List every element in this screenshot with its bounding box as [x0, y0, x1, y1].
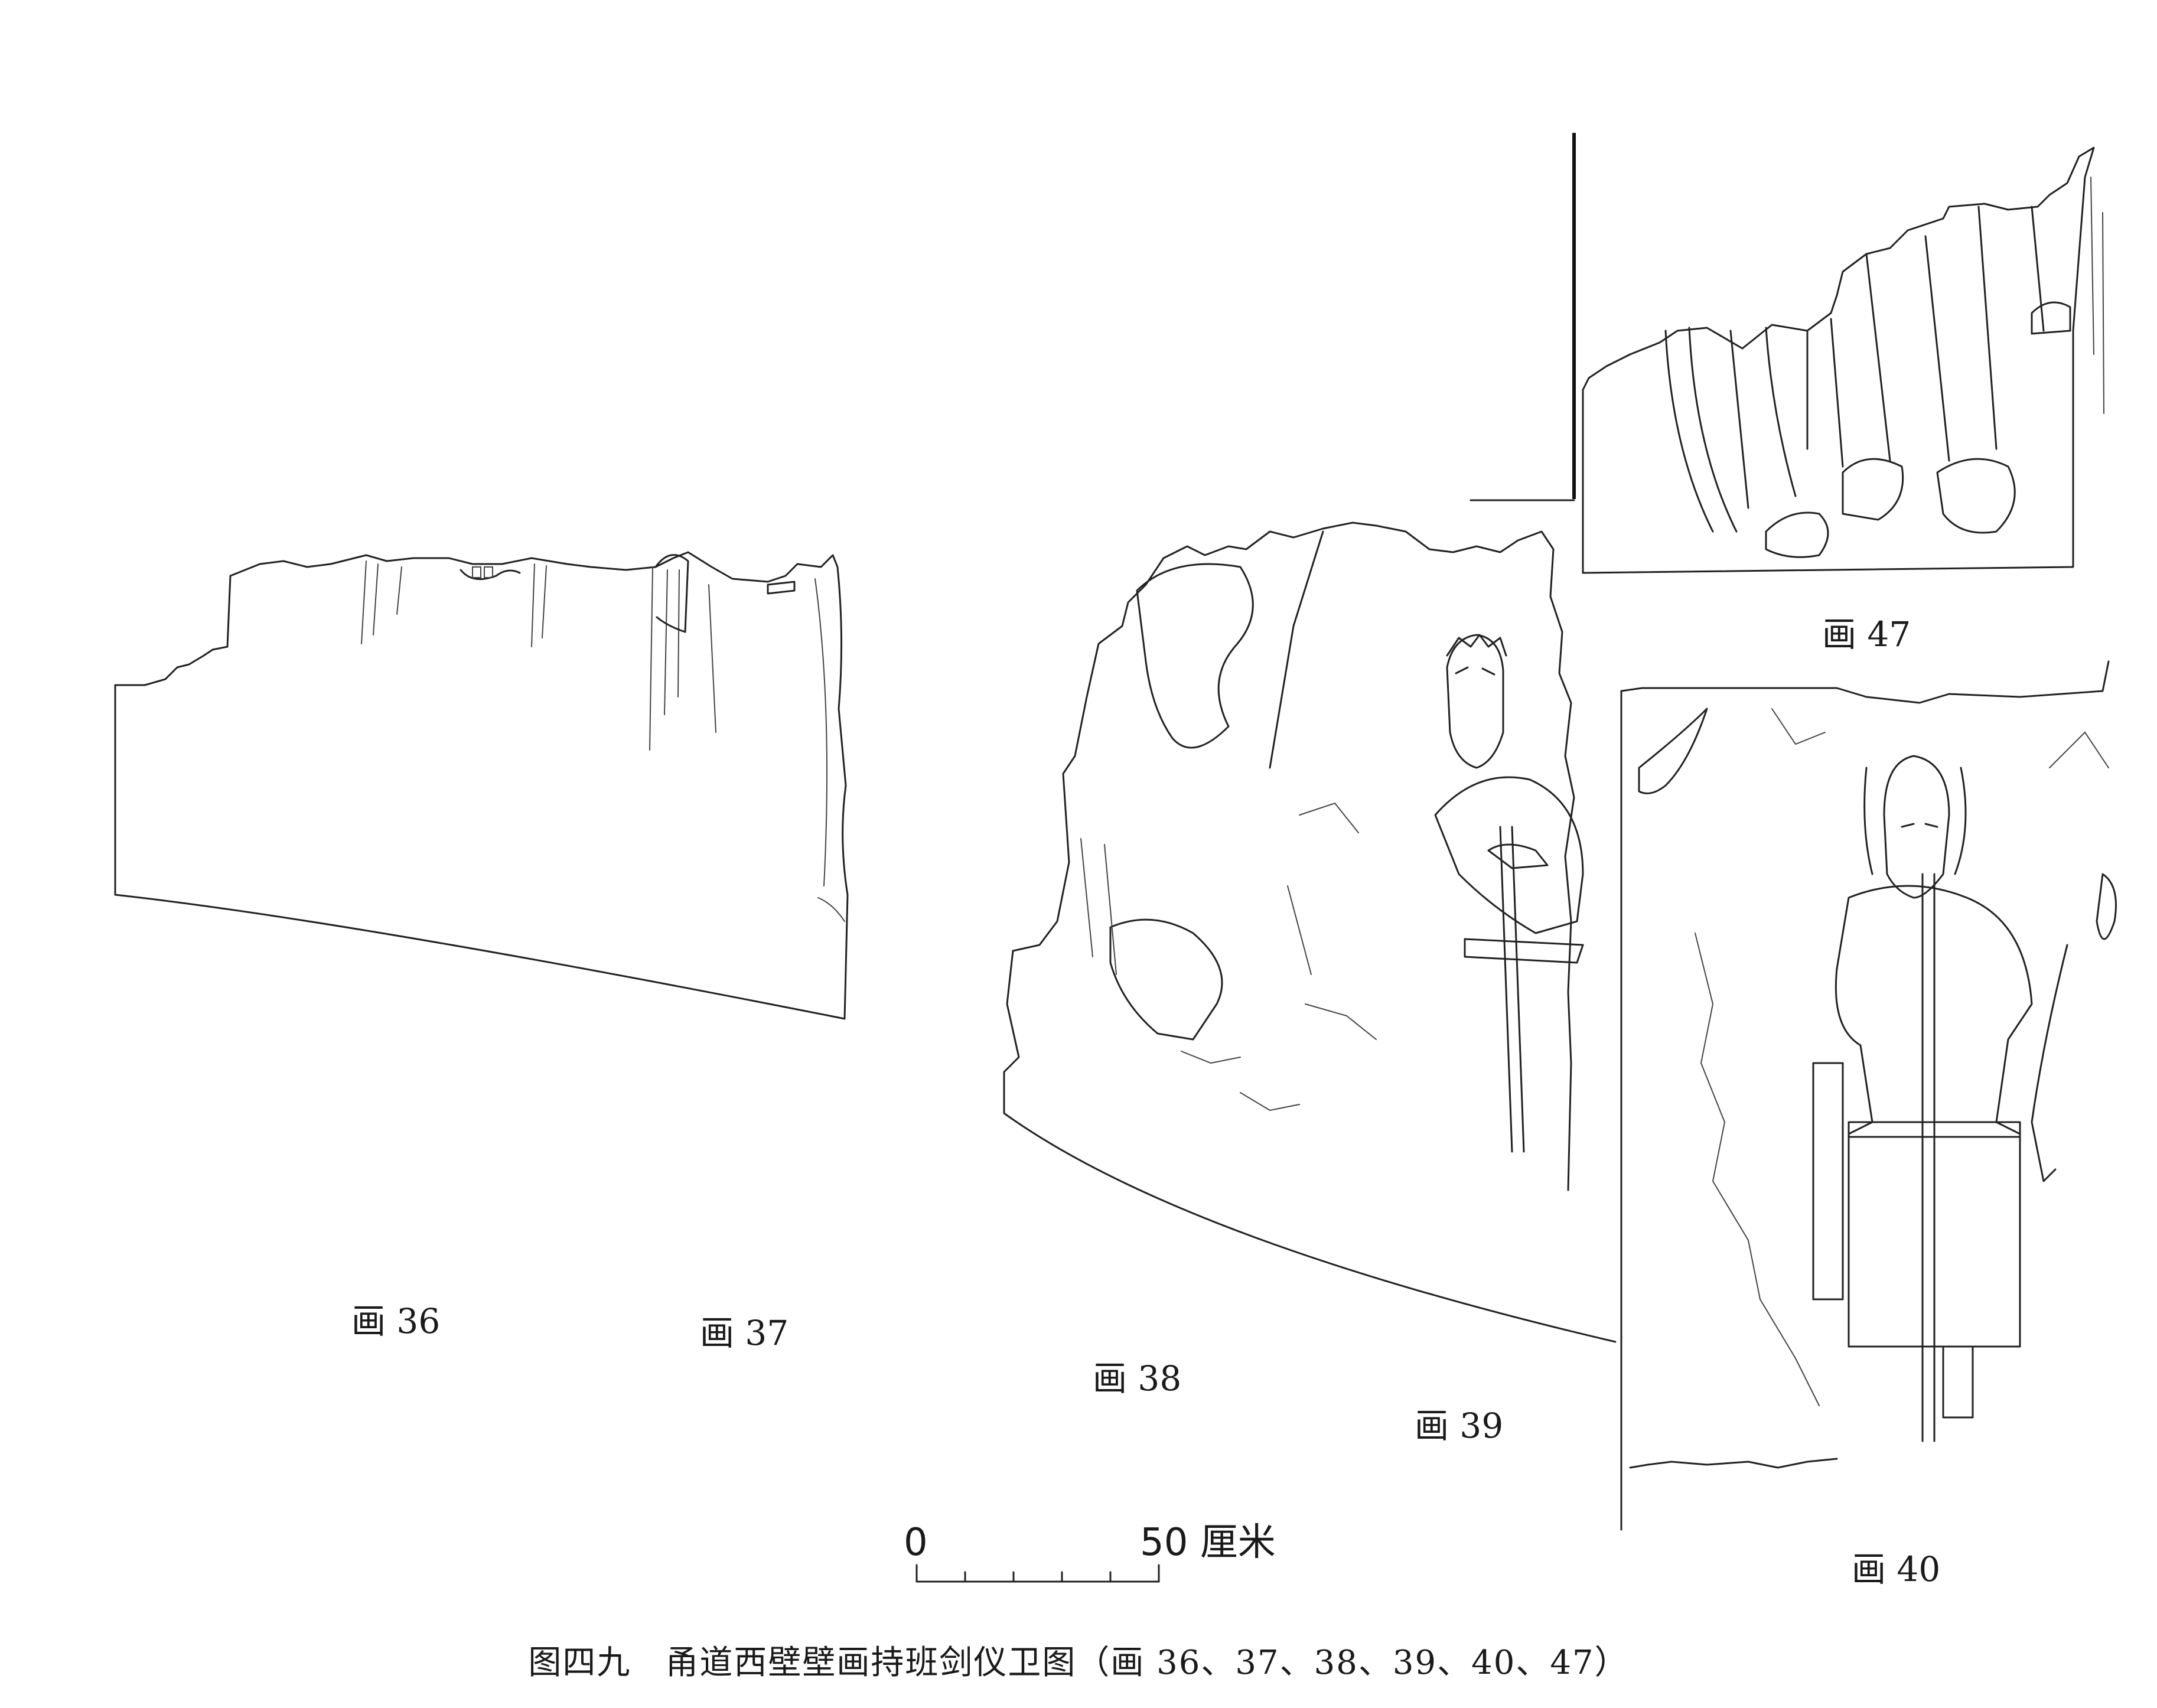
figure-caption: 图四九 甬道西壁壁画持班剑仪卫图（画 36、37、38、39、40、47）	[528, 1644, 1629, 1682]
fragment-36-37	[114, 551, 849, 1020]
scale-start-label: 0	[904, 1521, 928, 1564]
panel-label-40: 画 40	[1852, 1549, 1941, 1589]
panel-label-36: 画 36	[351, 1301, 441, 1341]
fragment-38-39	[1003, 521, 1617, 1343]
fragment-47	[1582, 146, 2104, 574]
scale-unit: 厘米	[1200, 1521, 1276, 1564]
panel-label-38: 画 38	[1093, 1358, 1182, 1399]
panel-label-37: 画 37	[700, 1313, 789, 1353]
panel-label-47: 画 47	[1822, 614, 1911, 654]
scale-bar	[915, 1564, 1160, 1583]
fragment-40	[1620, 660, 2117, 1469]
scale-end-value: 50	[1140, 1521, 1188, 1564]
scale-end-label: 50 厘米	[1140, 1524, 1276, 1562]
panel-label-39: 画 39	[1415, 1406, 1504, 1446]
